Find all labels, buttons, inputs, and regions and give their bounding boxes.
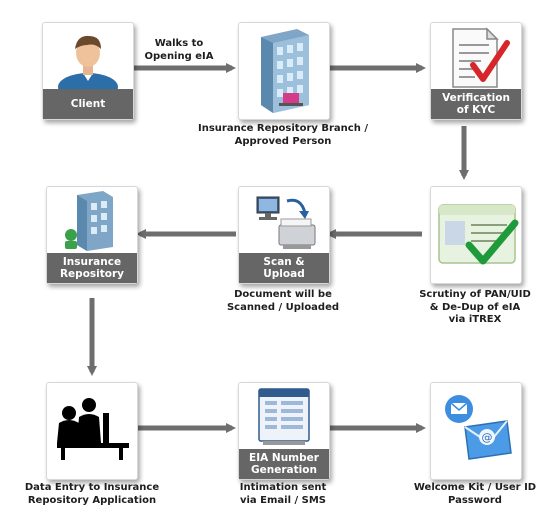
step-insurance-repository: Insurance Repository [46, 186, 138, 284]
scanner-computer-icon [256, 196, 316, 249]
step-kyc-label: Verification of KYC [431, 89, 521, 119]
step-eia-number: EIA Number Generation [238, 382, 330, 480]
step-welcome-kit: @ [430, 382, 522, 480]
caption-scan-text: Document will be Scanned / Uploaded [226, 289, 340, 313]
people-at-desk-icon [57, 398, 129, 460]
office-building-icon [261, 29, 309, 113]
caption-welcome-text: Welcome Kit / User ID Password [413, 482, 537, 506]
form-window-icon [258, 388, 310, 445]
repository-building-icon [65, 191, 113, 251]
document-check-icon [452, 27, 510, 88]
step-scrutiny [430, 186, 522, 284]
step-branch [238, 22, 330, 120]
client-person-icon [58, 35, 118, 93]
step-scan-label: Scan & Upload [239, 253, 329, 283]
step-data-entry [46, 382, 138, 480]
step-kyc: Verification of KYC [430, 22, 522, 120]
email-envelope-icon: @ [445, 395, 512, 460]
caption-branch: Insurance Repository Branch / Approved P… [198, 123, 368, 148]
svg-text:@: @ [482, 431, 493, 444]
step-client: Client [42, 22, 134, 120]
caption-welcome: Welcome Kit / User ID Password [405, 482, 545, 507]
caption-scan: Document will be Scanned / Uploaded [218, 289, 348, 314]
edge-label-walks-to-opening: Walks to Opening eIA [134, 38, 224, 63]
id-card-check-icon [438, 204, 519, 265]
caption-scrutiny: Scrutiny of PAN/UID & De-Dup of eIA via … [405, 289, 545, 327]
caption-branch-text: Insurance Repository Branch / Approved P… [198, 123, 368, 147]
step-client-label: Client [43, 89, 133, 119]
step-eia-label: EIA Number Generation [239, 449, 329, 479]
caption-eia: Intimation sent via Email / SMS [223, 482, 343, 507]
caption-data-entry-text: Data Entry to Insurance Repository Appli… [24, 482, 160, 506]
step-repository-label: Insurance Repository [47, 253, 137, 283]
caption-data-entry: Data Entry to Insurance Repository Appli… [12, 482, 172, 507]
edge-label-text: Walks to Opening eIA [144, 38, 214, 62]
caption-eia-text: Intimation sent via Email / SMS [239, 482, 327, 506]
caption-scrutiny-text: Scrutiny of PAN/UID & De-Dup of eIA via … [419, 289, 531, 325]
step-scan-upload: Scan & Upload [238, 186, 330, 284]
